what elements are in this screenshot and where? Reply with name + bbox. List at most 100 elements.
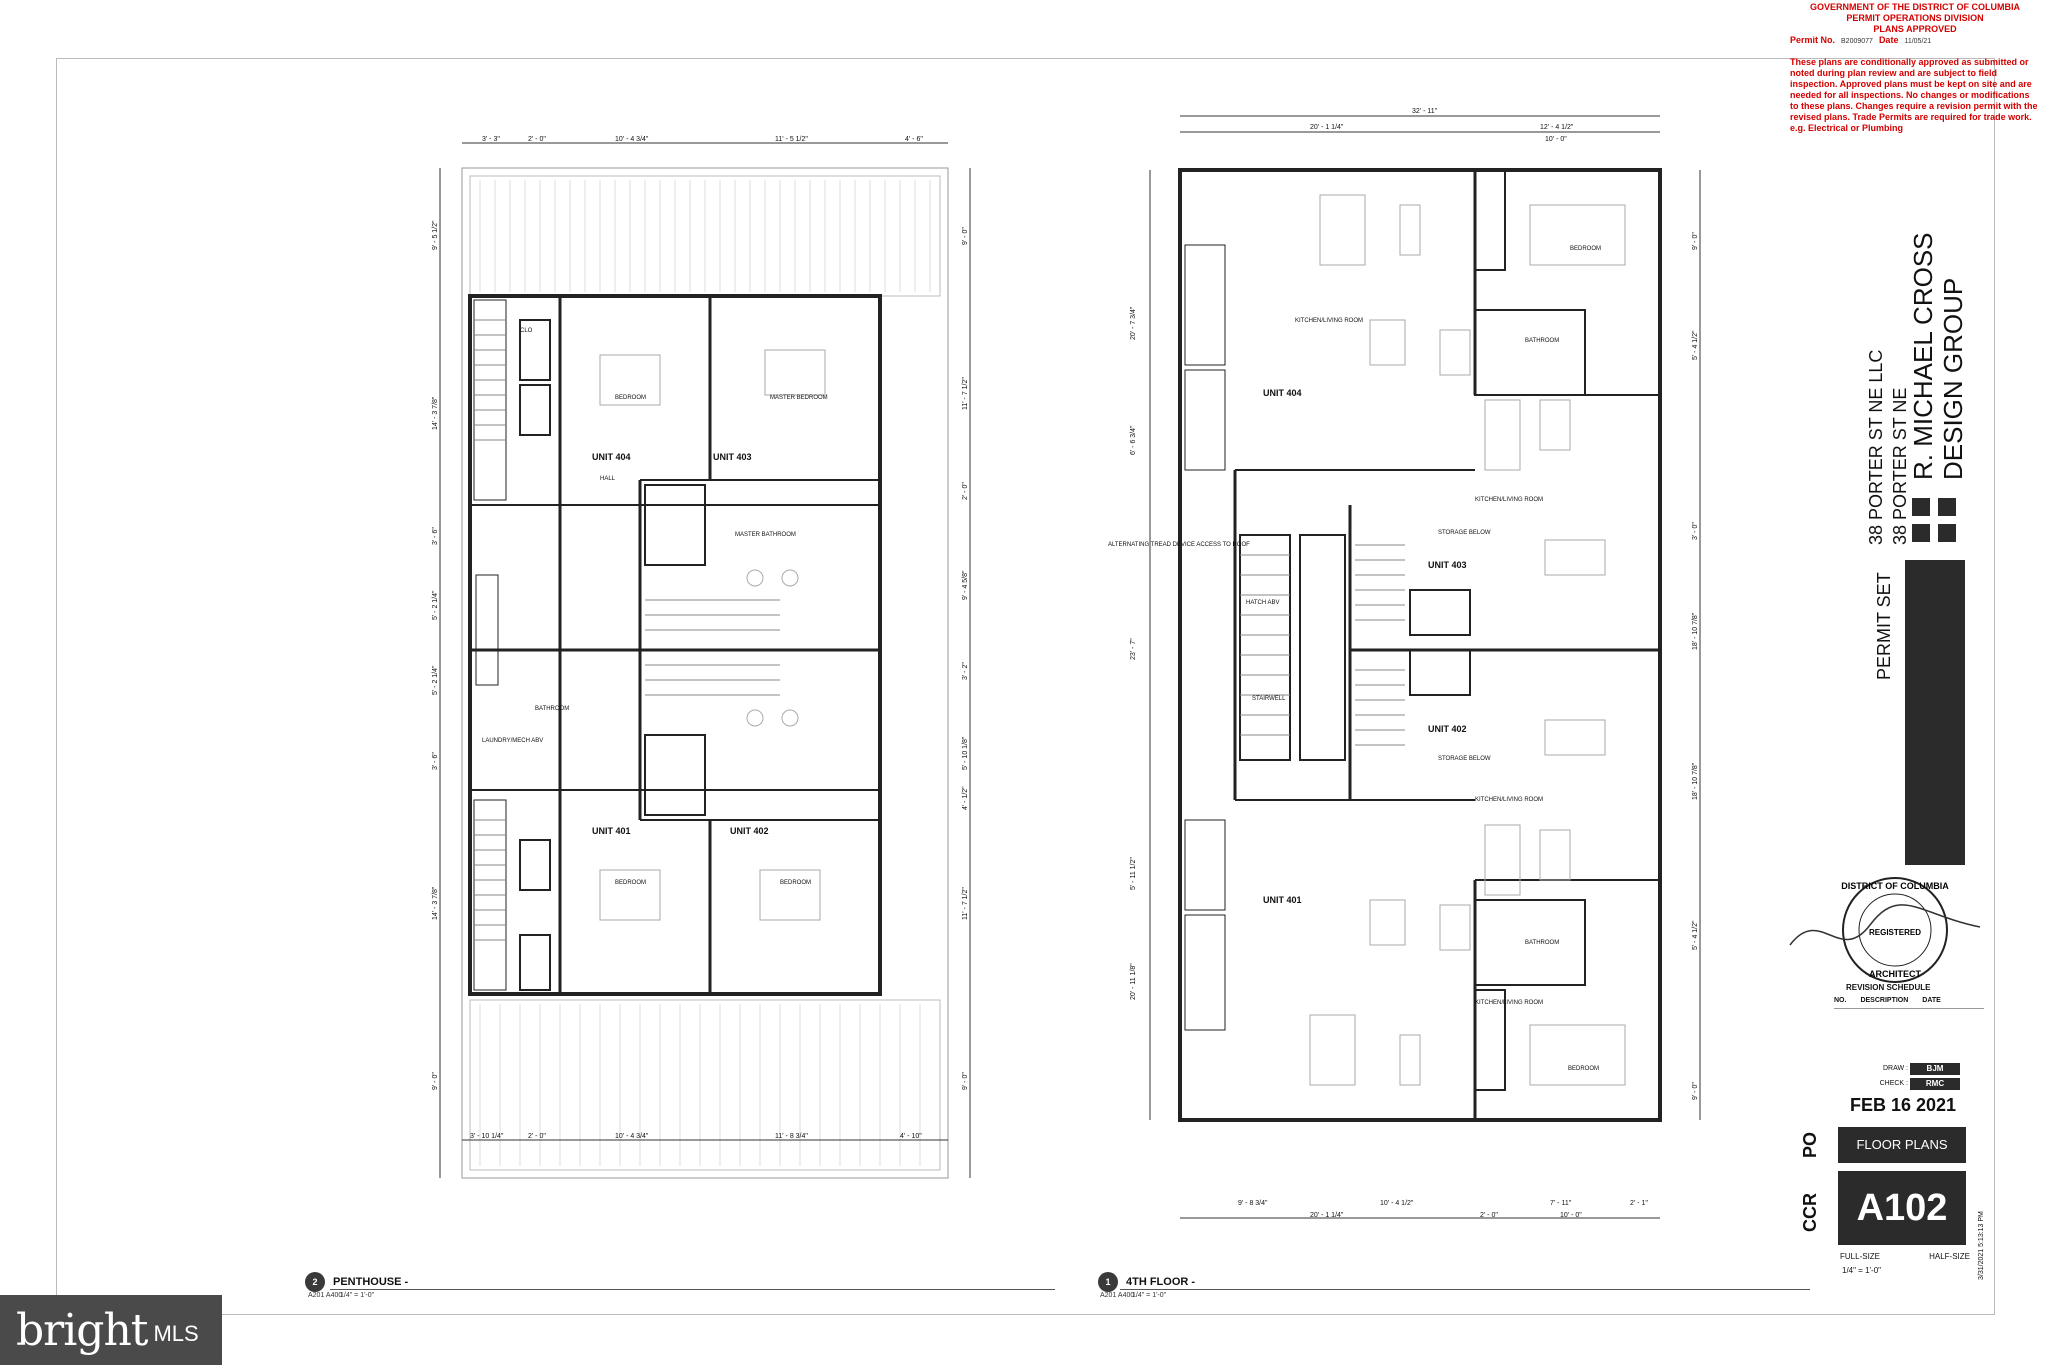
- penthouse-room-label: HALL: [600, 476, 616, 482]
- penthouse-dim-left: 14' - 3 7/8": [432, 396, 439, 430]
- fourth-floor-note: STORAGE BELOW: [1438, 530, 1491, 536]
- seal-text-top: DISTRICT OF COLUMBIA: [1841, 881, 1949, 891]
- fourth-floor-dim-right: 9' - 0": [1692, 1082, 1699, 1100]
- fourth-floor-dim-bottom: 2' - 1": [1630, 1200, 1648, 1207]
- revision-divider: [1834, 1008, 1984, 1009]
- penthouse-dim-left: 9' - 0": [432, 1072, 439, 1090]
- fourth-floor-dim-top: 12' - 4 1/2": [1540, 124, 1574, 131]
- watermark-brand: bright: [16, 1304, 148, 1356]
- penthouse-dim-right: 9' - 0": [962, 1072, 969, 1090]
- penthouse-room-label: BEDROOM: [780, 880, 812, 886]
- firm-block: [1905, 560, 1965, 865]
- fourth-floor-dim-left: 23' - 7": [1130, 638, 1137, 660]
- penthouse-dim-top: 2' - 0": [528, 136, 546, 143]
- fourth-floor-dim-right: 18' - 10 7/8": [1692, 762, 1699, 800]
- penthouse-dim-bottom: 11' - 8 3/4": [775, 1133, 808, 1140]
- penthouse-title-line: [330, 1289, 1055, 1290]
- fourth-floor-room-label: KITCHEN/LIVING ROOM: [1475, 1000, 1544, 1006]
- penthouse-dim-right: 4' - 1/2": [962, 786, 969, 810]
- penthouse-dim-left: 14' - 3 7/8": [432, 886, 439, 920]
- penthouse-unit-label: UNIT 402: [730, 826, 769, 836]
- fourth-floor-unit-label: UNIT 402: [1428, 724, 1467, 734]
- fourth-floor-room-label: BATHROOM: [1525, 338, 1560, 344]
- penthouse-plan-title: 2 PENTHOUSE -: [305, 1272, 408, 1292]
- penthouse-room-label: BEDROOM: [615, 395, 647, 401]
- penthouse-dim-top: 4' - 6": [905, 136, 923, 143]
- stamp-line-1: GOVERNMENT OF THE DISTRICT OF COLUMBIA: [1810, 2, 2020, 12]
- fourth-floor-plan-ref: A201 A400: [1100, 1292, 1135, 1299]
- fourth-floor-note: HATCH ABV: [1246, 600, 1280, 606]
- permit-number: B2009077: [1841, 38, 1873, 45]
- fourth-floor-room-label: KITCHEN/LIVING ROOM: [1295, 318, 1364, 324]
- penthouse-unit-label: UNIT 403: [713, 452, 752, 462]
- sheet-date: FEB 16 2021: [1849, 1095, 1957, 1115]
- penthouse-dim-right: 9' - 0": [962, 227, 969, 245]
- fourth-floor-plan-number: 1: [1098, 1272, 1118, 1292]
- fourth-floor-dim-bottom: 7' - 11": [1550, 1200, 1572, 1207]
- penthouse-dim-right: 5' - 10 1/8": [962, 736, 969, 770]
- penthouse-dim-left: 5' - 2 1/4": [432, 590, 439, 620]
- permit-date: 11/05/21: [1904, 38, 1932, 45]
- permit-label: Permit No.: [1790, 35, 1836, 45]
- firm-name-line-1: R. MICHAEL CROSS: [1908, 232, 1938, 480]
- penthouse-plan-name: PENTHOUSE -: [333, 1276, 409, 1288]
- penthouse-dim-left: 3' - 6": [432, 527, 439, 545]
- fourth-floor-dim-left: 20' - 7 3/4": [1130, 306, 1137, 340]
- check-label: CHECK :: [1879, 1080, 1908, 1087]
- penthouse-dim-bottom: 2' - 0": [528, 1133, 546, 1140]
- fourth-floor-title-line: [1120, 1289, 1810, 1290]
- fourth-floor-dim-bottom: 10' - 4 1/2": [1380, 1200, 1414, 1207]
- fourth-floor-dim-bottom: 9' - 8 3/4": [1238, 1200, 1268, 1207]
- revision-schedule-title: REVISION SCHEDULE: [1846, 983, 1931, 992]
- watermark-suffix: MLS: [153, 1321, 199, 1346]
- drawn-value: BJM: [1910, 1063, 1960, 1075]
- approval-notes: These plans are conditionally approved a…: [1790, 57, 2038, 133]
- permit-line: Permit No. B2009077 Date 11/05/21: [1790, 35, 2040, 47]
- fourth-floor-dim-bottom: 10' - 0": [1560, 1212, 1582, 1219]
- sheet-border: [56, 58, 1995, 1315]
- seal-text-bottom: ARCHITECT: [1869, 969, 1921, 979]
- penthouse-room-label: MASTER BATHROOM: [735, 532, 796, 538]
- penthouse-dim-right: 11' - 7 1/2": [962, 377, 969, 410]
- penthouse-room-label: BATHROOM: [535, 706, 570, 712]
- penthouse-dim-top: 3' - 3": [482, 136, 500, 143]
- sheet-title: FLOOR PLANS: [1838, 1127, 1966, 1163]
- stamp-line-2: PERMIT OPERATIONS DIVISION: [1846, 13, 1984, 23]
- fourth-floor-dim-right: 9' - 0": [1692, 232, 1699, 250]
- fourth-floor-dim-left: 5' - 11 1/2": [1130, 857, 1137, 890]
- size-full: FULL-SIZE: [1840, 1252, 1881, 1261]
- penthouse-dim-left: 3' - 6": [432, 752, 439, 770]
- fourth-floor-dim-left: 20' - 11 1/8": [1130, 963, 1137, 1000]
- penthouse-room-label: LAUNDRY/MECH ABV: [482, 738, 544, 744]
- revision-col-no: NO.: [1834, 997, 1847, 1004]
- fourth-floor-dim-right: 5' - 4 1/2": [1692, 920, 1699, 950]
- fourth-floor-dim-bottom: 20' - 1 1/4": [1310, 1212, 1344, 1219]
- penthouse-dim-left: 5' - 2 1/4": [432, 665, 439, 695]
- revision-columns: NO. DESCRIPTION DATE: [1834, 997, 1941, 1004]
- fourth-floor-plan-scale: 1/4" = 1'-0": [1132, 1292, 1167, 1299]
- fourth-floor-room-label: STAIRWELL: [1252, 696, 1286, 702]
- fourth-floor-unit-label: UNIT 404: [1263, 388, 1302, 398]
- penthouse-dim-top: 11' - 5 1/2": [775, 136, 808, 143]
- penthouse-dim-top: 10' - 4 3/4": [615, 136, 649, 143]
- firm-name-line-2: DESIGN GROUP: [1938, 277, 1968, 480]
- penthouse-unit-label: UNIT 401: [592, 826, 631, 836]
- fourth-floor-plan-title: 1 4TH FLOOR -: [1098, 1272, 1195, 1292]
- plot-timestamp: 3/31/2021 5:13:13 PM: [1978, 1211, 1985, 1280]
- fourth-floor-room-label: KITCHEN/LIVING ROOM: [1475, 497, 1544, 503]
- fourth-floor-dim-top: 10' - 0": [1545, 136, 1567, 143]
- penthouse-dim-right: 3' - 2": [962, 662, 969, 680]
- ccr-label: CCR: [1800, 1193, 1820, 1232]
- firm-logo: [1912, 498, 1958, 544]
- project-owner: 38 PORTER ST NE LLC: [1866, 349, 1886, 545]
- permit-date-label: Date: [1878, 35, 1899, 45]
- penthouse-plan-number: 2: [305, 1272, 325, 1292]
- penthouse-plan-scale: 1/4" = 1'-0": [340, 1292, 375, 1299]
- approval-stamp: GOVERNMENT OF THE DISTRICT OF COLUMBIA P…: [1790, 2, 2040, 134]
- fourth-floor-note: ALTERNATING TREAD DEVICE ACCESS TO ROOF: [1108, 542, 1250, 548]
- fourth-floor-room-label: BEDROOM: [1568, 1066, 1600, 1072]
- penthouse-dim-bottom: 4' - 10": [900, 1133, 922, 1140]
- penthouse-dim-bottom: 10' - 4 3/4": [615, 1133, 649, 1140]
- bright-mls-watermark: bright MLS: [0, 1295, 222, 1365]
- fourth-floor-dim-right: 5' - 4 1/2": [1692, 330, 1699, 360]
